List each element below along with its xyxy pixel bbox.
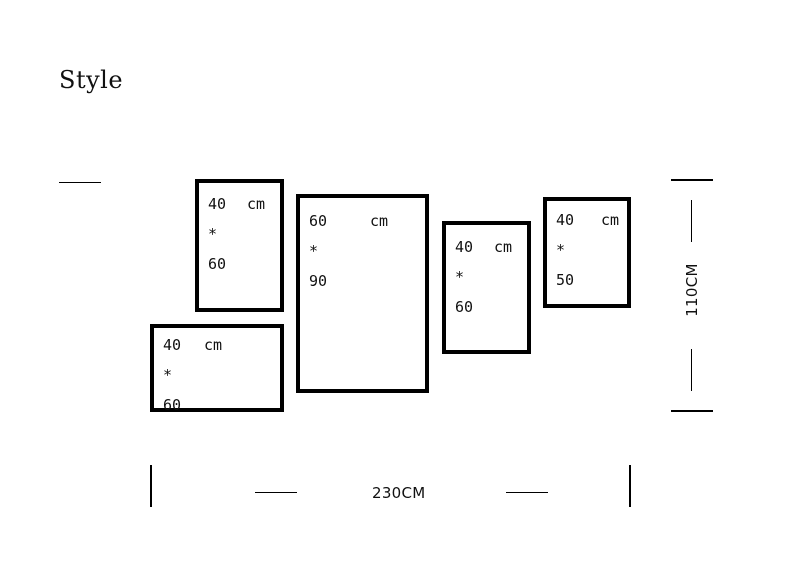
frame-width: 40: [208, 195, 227, 213]
frame-unit: cm: [370, 212, 389, 230]
frame-height: 60: [455, 298, 474, 316]
height-dim-bottom-cap: [671, 410, 713, 412]
frame-separator: *: [556, 241, 566, 259]
frame-height: 60: [163, 396, 182, 414]
frame-width: 60: [309, 212, 328, 230]
frame-separator: *: [309, 242, 319, 260]
frame-width: 40: [455, 238, 474, 256]
frame-40x60-top-left: 40 cm * 60: [195, 179, 284, 312]
frame-40x60-middle-right: 40 cm * 60: [442, 221, 531, 354]
height-dim-upper-line: [691, 200, 692, 242]
frame-height: 50: [556, 271, 575, 289]
left-guide-line: [59, 182, 101, 183]
frame-width: 40: [556, 211, 575, 229]
frame-separator: *: [208, 225, 218, 243]
height-dim-lower-line: [691, 349, 692, 391]
frame-60x90: 60 cm * 90: [296, 194, 429, 393]
width-dim-left-cap: [150, 465, 152, 507]
frame-separator: *: [455, 268, 465, 286]
height-dim-top-cap: [671, 179, 713, 181]
frame-unit: cm: [247, 195, 266, 213]
width-dimension-label: 230CM: [372, 484, 426, 502]
frame-unit: cm: [494, 238, 513, 256]
frame-width: 40: [163, 336, 182, 354]
diagram-title: Style: [59, 66, 124, 94]
frame-40x60-bottom-left: 40 cm * 60: [150, 324, 284, 414]
frame-40x50: 40 cm * 50: [543, 197, 631, 308]
frame-unit: cm: [601, 211, 620, 229]
frame-separator: *: [163, 366, 173, 384]
frame-height: 90: [309, 272, 328, 290]
height-dimension-label: 110CM: [683, 263, 701, 317]
frame-height: 60: [208, 255, 227, 273]
frame-unit: cm: [204, 336, 223, 354]
width-dim-left-line: [255, 492, 297, 493]
width-dim-right-cap: [629, 465, 631, 507]
width-dim-right-line: [506, 492, 548, 493]
